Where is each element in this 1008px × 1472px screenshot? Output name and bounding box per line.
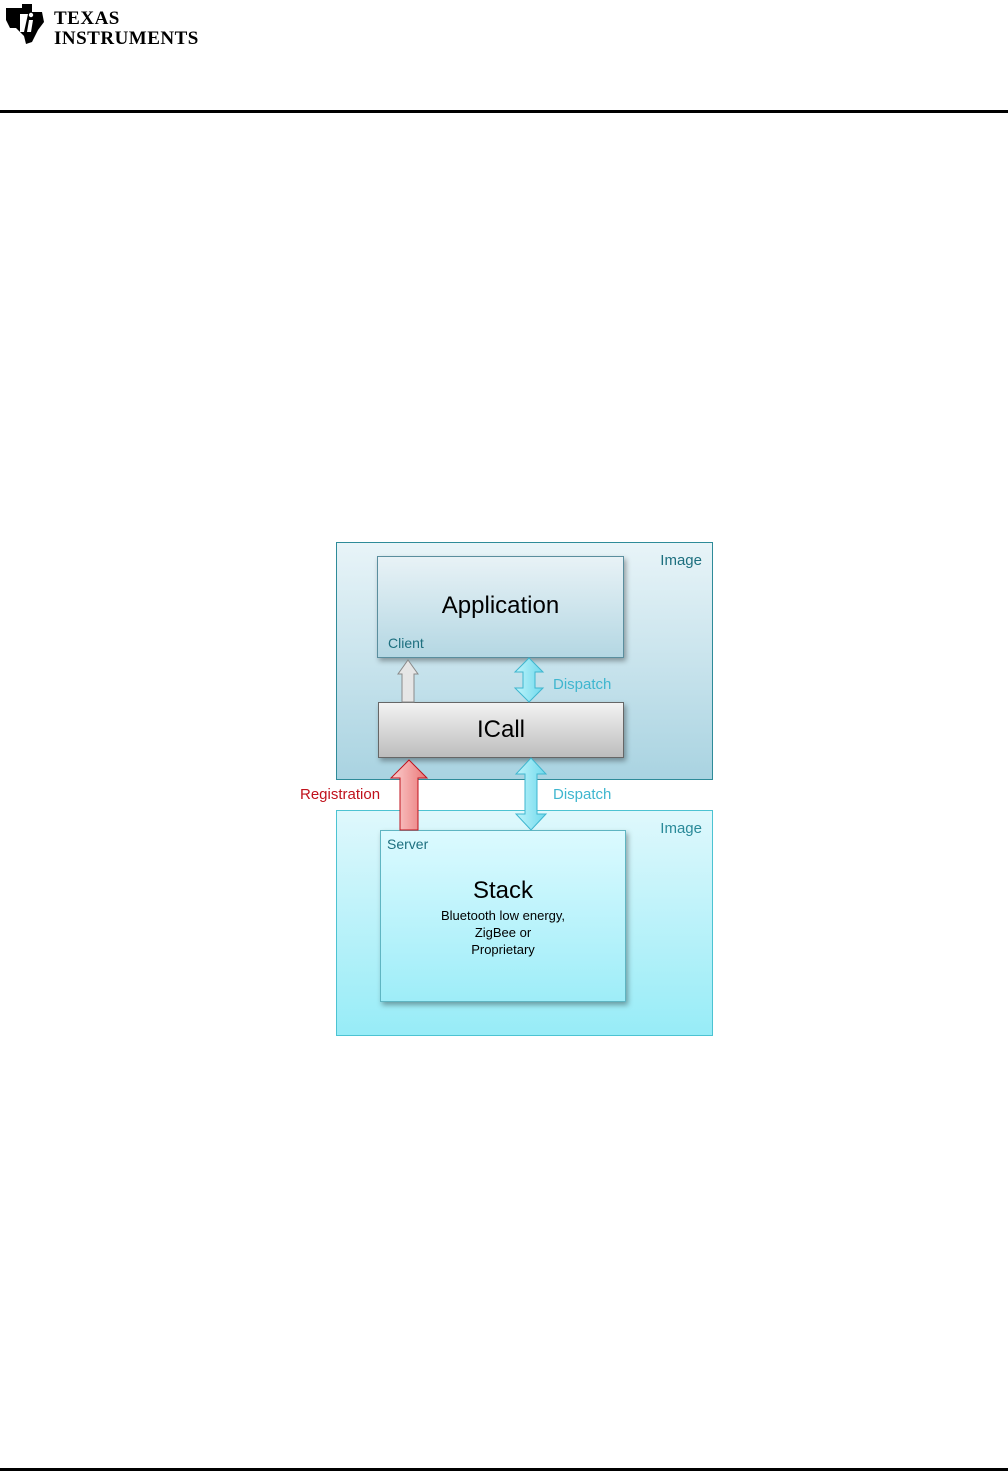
- header-rule: [0, 110, 1008, 113]
- image-label-top: Image: [660, 552, 702, 569]
- registration-label: Registration: [300, 786, 381, 803]
- server-label: Server: [387, 836, 429, 852]
- stack-description-line-3: Proprietary: [471, 942, 535, 957]
- footer-rule: [0, 1468, 1008, 1471]
- stack-title: Stack: [472, 877, 534, 904]
- dispatch-arrow-lower: [514, 757, 548, 831]
- stack-description-line-2: ZigBee or: [474, 925, 532, 940]
- application-block: Application Client: [377, 556, 624, 658]
- client-arrow: [397, 659, 419, 703]
- image-label-bottom: Image: [660, 820, 702, 837]
- stack-block: Server Stack Bluetooth low energy, ZigBe…: [380, 830, 626, 1002]
- dispatch-label-lower: Dispatch: [553, 786, 612, 803]
- client-label: Client: [388, 635, 424, 651]
- ti-logo-icon: [6, 4, 44, 44]
- texas-instruments-logo: TEXAS INSTRUMENTS: [2, 2, 202, 49]
- registration-arrow: [389, 759, 429, 831]
- icall-title: ICall: [476, 716, 525, 743]
- dispatch-label-upper: Dispatch: [553, 676, 612, 693]
- logo-text-texas: TEXAS: [54, 8, 120, 29]
- icall-block: ICall: [378, 702, 624, 758]
- stack-description-line-1: Bluetooth low energy,: [440, 908, 566, 923]
- dispatch-arrow-upper: [513, 657, 545, 703]
- application-title: Application: [441, 592, 560, 619]
- logo-text-instruments: INSTRUMENTS: [54, 28, 199, 49]
